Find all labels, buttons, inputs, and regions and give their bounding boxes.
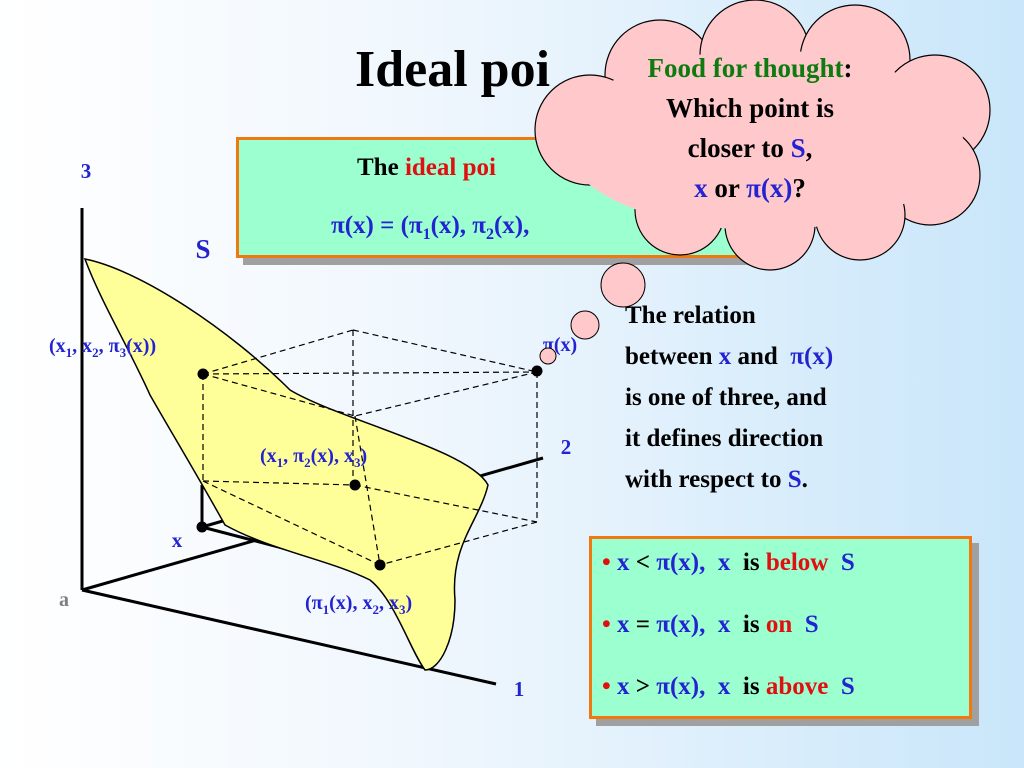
surface-s — [83, 258, 489, 671]
origin-label: a — [59, 589, 69, 611]
comparison-box — [589, 536, 972, 719]
ideal-point-formula: π(x) = (π1(x), π2(x), — [331, 212, 530, 243]
comparison-above: • x > π(x), x is above S — [602, 673, 855, 700]
surface-label: S — [195, 234, 210, 264]
slide-title: Ideal poi — [355, 41, 551, 98]
axis-1-label: 1 — [514, 677, 525, 701]
cloud-text: Food for thought: Which point is closer … — [600, 48, 900, 208]
point-x1-x2-pi3 — [197, 368, 209, 380]
thought-bubble-small — [570, 310, 600, 340]
cloud-line-4: x or π(x)? — [694, 173, 806, 203]
point-pi-x — [531, 365, 543, 377]
thought-cloud-fill — [563, 50, 963, 230]
axis-3-label: 3 — [81, 159, 92, 183]
cloud-line-2: Which point is — [665, 93, 835, 123]
thought-bubble-tiny — [539, 347, 557, 365]
thought-bubble-medium — [600, 262, 646, 308]
point-x-label: x — [172, 528, 183, 552]
cloud-heading: Food for thought — [647, 53, 844, 83]
point-x — [196, 521, 208, 533]
ideal-point-highlight: ideal poi — [404, 154, 496, 181]
point-mid-label: (x1, π2(x), x3) — [260, 445, 367, 470]
comparison-below: • x < π(x), x is below S — [602, 549, 855, 576]
point-pi1-x2-x3 — [374, 559, 386, 571]
point-bot-label: (π1(x), x2, x3) — [305, 592, 412, 617]
dashed-projection-box — [202, 329, 538, 566]
ideal-point-line1: The ideal poi — [357, 154, 496, 182]
point-top-label: (x1, x2, π3(x)) — [49, 335, 156, 360]
comparison-on: • x = π(x), x is on S — [602, 611, 819, 638]
axis-2-label: 2 — [561, 435, 572, 459]
cloud-line-3: closer to S, — [687, 133, 813, 163]
point-x1-pi2-x3 — [349, 479, 361, 491]
ideal-point-prefix: The — [357, 154, 399, 181]
relation-text: The relation between x and π(x) is one o… — [625, 302, 834, 493]
